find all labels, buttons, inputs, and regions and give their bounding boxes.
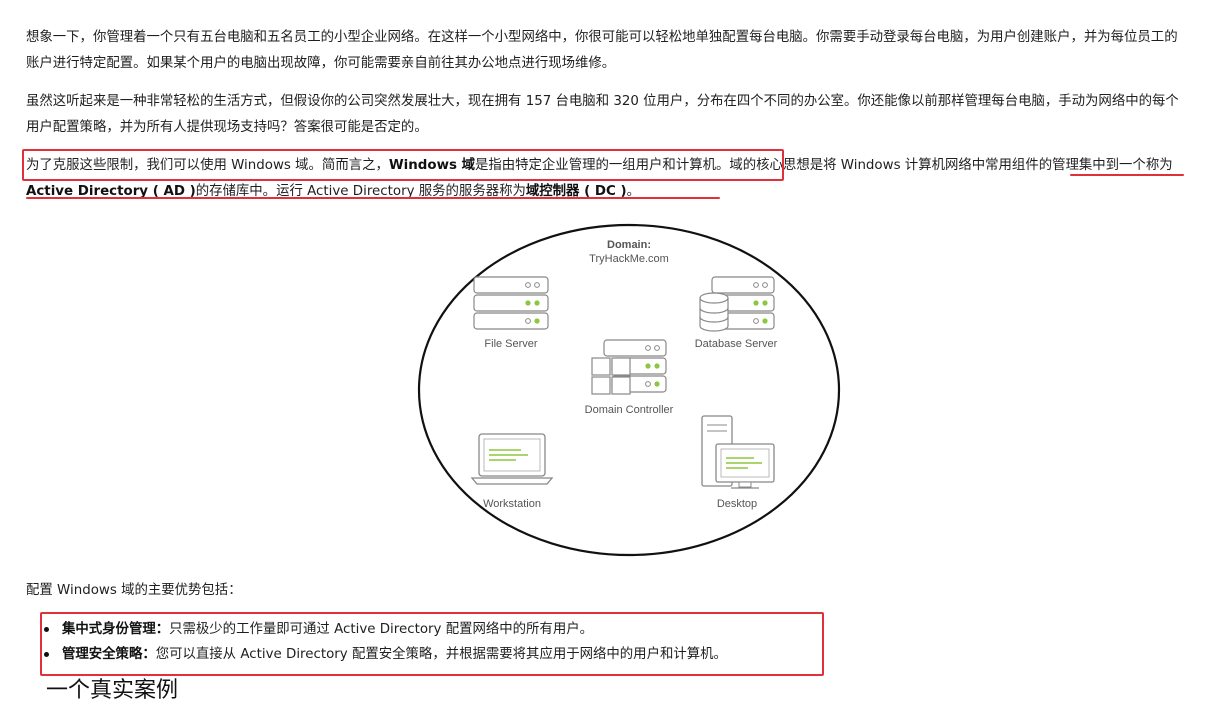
domain-core-idea-text: 域的核心思想是将 Windows 计算机网络中常用组件的管理集中到一个称为 bbox=[729, 158, 1173, 173]
windows-domain-term: Windows 域 bbox=[388, 158, 475, 173]
active-directory-term: Active Directory ( AD ) bbox=[26, 184, 196, 199]
domain-controller-icon bbox=[591, 339, 667, 395]
paragraph-advantages-intro: 配置 Windows 域的主要优势包括： bbox=[26, 583, 242, 598]
desktop-label: Desktop bbox=[717, 498, 757, 510]
list-item: 集中式身份管理：只需极少的工作量即可通过 Active Directory 配置… bbox=[44, 617, 822, 642]
paragraph-growth: 虽然这听起来是一种非常轻松的生活方式，但假设你的公司突然发展壮大，现在拥有 15… bbox=[26, 94, 1179, 135]
database-server-icon bbox=[699, 276, 775, 332]
sentence-end: 。 bbox=[626, 184, 641, 199]
paragraph-intro: 想象一下，你管理着一个只有五台电脑和五名员工的小型企业网络。在这样一个小型网络中… bbox=[26, 30, 1178, 71]
domain-controller-label: Domain Controller bbox=[585, 404, 674, 416]
domain-label: Domain: bbox=[607, 239, 651, 251]
domain-intro-text: 为了克服这些限制，我们可以使用 Windows 域。简而言之， bbox=[26, 158, 389, 173]
database-server-label: Database Server bbox=[695, 338, 778, 350]
file-server-icon bbox=[473, 276, 549, 330]
domain-controller-term: 域控制器 ( DC ) bbox=[525, 184, 627, 199]
desktop-icon bbox=[701, 415, 775, 489]
advantage-text: 只需极少的工作量即可通过 Active Directory 配置网络中的所有用户… bbox=[169, 622, 594, 637]
paragraph-domain-definition: 为了克服这些限制，我们可以使用 Windows 域。简而言之，Windows 域… bbox=[26, 153, 1186, 205]
section-heading-real-case: 一个真实案例 bbox=[46, 678, 179, 703]
workstation-label: Workstation bbox=[483, 498, 541, 510]
file-server-label: File Server bbox=[484, 338, 538, 350]
domain-name: TryHackMe.com bbox=[589, 253, 669, 265]
list-item: 管理安全策略：您可以直接从 Active Directory 配置安全策略，并根… bbox=[44, 642, 822, 667]
advantage-title: 集中式身份管理： bbox=[62, 622, 170, 637]
workstation-icon bbox=[470, 433, 554, 485]
domain-diagram: Domain: TryHackMe.com File Server bbox=[416, 222, 846, 562]
advantage-title: 管理安全策略： bbox=[62, 647, 156, 662]
dc-intro-text: 的存储库中。运行 Active Directory 服务的服务器称为 bbox=[195, 184, 526, 199]
domain-diagram-svg: Domain: TryHackMe.com File Server bbox=[417, 223, 841, 557]
advantages-list: 集中式身份管理：只需极少的工作量即可通过 Active Directory 配置… bbox=[26, 617, 822, 667]
advantage-text: 您可以直接从 Active Directory 配置安全策略，并根据需要将其应用… bbox=[155, 647, 727, 662]
domain-definition-text: 是指由特定企业管理的一组用户和计算机。 bbox=[474, 158, 730, 173]
